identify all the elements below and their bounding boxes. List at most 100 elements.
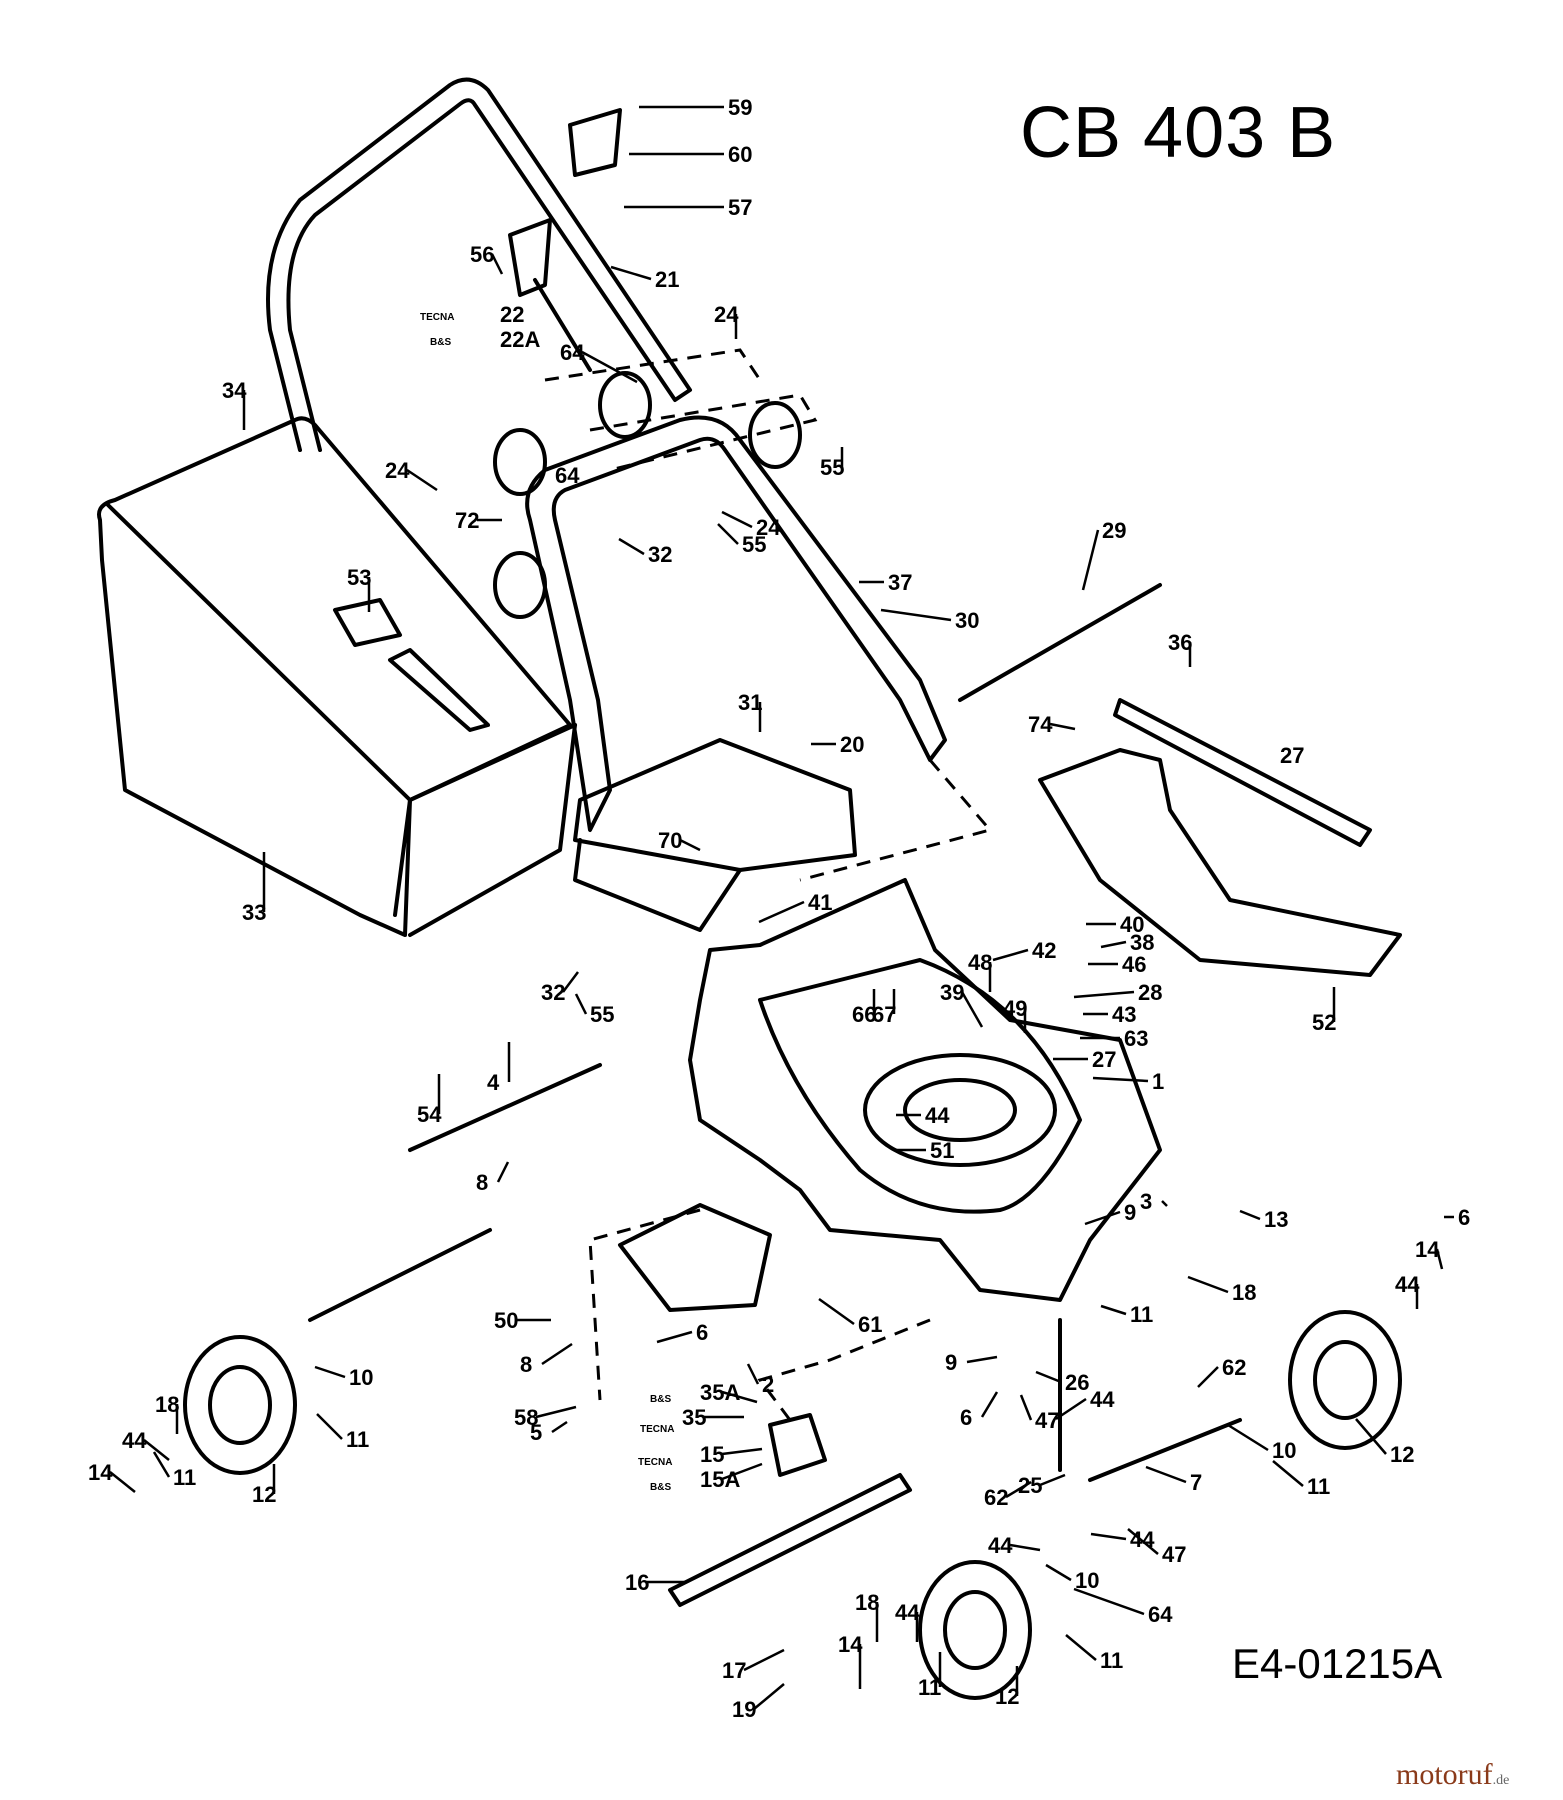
part-callout-18: 18 xyxy=(855,1590,879,1615)
part-callout-37: 37 xyxy=(888,570,912,595)
part-callout-52: 52 xyxy=(1312,1010,1336,1035)
part-callout-63: 63 xyxy=(1124,1026,1148,1051)
part-callout-17: 17 xyxy=(722,1658,746,1683)
callout-leader xyxy=(1161,1200,1168,1207)
watermark-suffix: .de xyxy=(1492,1773,1510,1788)
callout-leader xyxy=(490,253,504,275)
callout-leader xyxy=(316,1413,343,1440)
part-callout-35a: 35A xyxy=(700,1380,740,1405)
model-title: CB 403 B xyxy=(1020,93,1337,173)
callout-leader xyxy=(880,608,952,622)
callout-leader xyxy=(314,1365,346,1379)
upper-handle-part xyxy=(266,77,692,452)
part-callout-58: 58 xyxy=(514,1405,538,1430)
part-callout-11: 11 xyxy=(1307,1474,1330,1499)
callout-leader xyxy=(1084,1210,1121,1226)
rear-axle-7 xyxy=(1088,1418,1242,1482)
callout-leader xyxy=(1055,1397,1087,1421)
callout-leader xyxy=(152,1451,171,1478)
part-callout-64: 64 xyxy=(1148,1602,1173,1627)
part-callout-1: 1 xyxy=(1152,1069,1164,1094)
callout-leader xyxy=(753,1683,785,1710)
part-callout-26: 26 xyxy=(1065,1370,1089,1395)
part-callout-11: 11 xyxy=(173,1465,196,1490)
callout-leader xyxy=(1065,1634,1097,1661)
part-callout-44: 44 xyxy=(895,1600,920,1625)
part-callout-60: 60 xyxy=(728,142,752,167)
callout-leader xyxy=(562,971,579,993)
part-callout-15a: 15A xyxy=(700,1467,740,1492)
callout-leader xyxy=(1197,1366,1219,1388)
callout-leader xyxy=(1009,1543,1041,1552)
callout-leader xyxy=(581,350,638,384)
part-callout-61: 61 xyxy=(858,1312,882,1337)
callout-leader xyxy=(1005,1480,1032,1499)
callout-leader xyxy=(1019,1394,1033,1421)
callout-leader xyxy=(960,991,984,1028)
part-callout-22: 22 xyxy=(500,302,524,327)
part-callout-44: 44 xyxy=(1090,1387,1115,1412)
part-callout-51: 51 xyxy=(930,1138,954,1163)
part-callout-6: 6 xyxy=(960,1405,972,1430)
callout-leader xyxy=(1081,529,1100,591)
part-callout-11: 11 xyxy=(1100,1648,1123,1673)
part-callout-40: 40 xyxy=(1120,912,1144,937)
callout-leader xyxy=(1145,1465,1187,1484)
part-callout-2: 2 xyxy=(762,1372,774,1397)
part-callout-39: 39 xyxy=(940,980,964,1005)
part-callout-18: 18 xyxy=(1232,1280,1256,1305)
part-callout-24: 24 xyxy=(714,302,739,327)
part-callout-15: 15 xyxy=(700,1442,724,1467)
part-callout-32: 32 xyxy=(648,542,672,567)
part-callout-48: 48 xyxy=(968,950,992,975)
callout-leader xyxy=(721,1390,758,1404)
variant-tag-bs: B&S xyxy=(650,1482,671,1493)
callout-leader xyxy=(1239,1209,1261,1221)
part-callout-6: 6 xyxy=(696,1320,708,1345)
part-callout-14: 14 xyxy=(88,1460,113,1485)
callout-leader xyxy=(717,523,739,545)
part-callout-74: 74 xyxy=(1028,712,1053,737)
wheel-front-right xyxy=(918,1560,1032,1700)
part-callout-62: 62 xyxy=(1222,1355,1246,1380)
part-callout-27: 27 xyxy=(1092,1047,1116,1072)
variant-tag-bs: B&S xyxy=(430,337,451,348)
part-callout-28: 28 xyxy=(1138,980,1162,1005)
callout-leader xyxy=(1100,940,1127,949)
callout-leader xyxy=(992,948,1029,962)
part-callout-62: 62 xyxy=(984,1485,1008,1510)
part-callout-34: 34 xyxy=(222,378,247,403)
part-callout-9: 9 xyxy=(1124,1200,1136,1225)
callout-leader xyxy=(758,900,805,924)
part-callout-44: 44 xyxy=(925,1103,950,1128)
mower-deck-part xyxy=(688,878,1162,1302)
blade-part xyxy=(668,1473,912,1607)
part-callout-36: 36 xyxy=(1168,630,1192,655)
callout-leader xyxy=(1355,1418,1387,1455)
callout-leader xyxy=(746,1363,760,1385)
part-callout-12: 12 xyxy=(995,1684,1019,1709)
callout-leader xyxy=(535,1405,577,1419)
part-callout-66: 66 xyxy=(852,1002,876,1027)
wheel-front-left xyxy=(183,1335,297,1475)
rod-29 xyxy=(958,583,1162,702)
callout-leader xyxy=(1045,1563,1072,1582)
part-callout-50: 50 xyxy=(494,1308,518,1333)
part-callout-70: 70 xyxy=(658,828,682,853)
part-callout-72: 72 xyxy=(455,508,479,533)
part-callout-29: 29 xyxy=(1102,518,1126,543)
variant-tag-bs: B&S xyxy=(650,1394,671,1405)
watermark-brand: motoruf xyxy=(1396,1758,1493,1791)
part-callout-4: 4 xyxy=(487,1070,500,1095)
callout-leader xyxy=(1435,1248,1444,1270)
callout-leader xyxy=(1090,1532,1127,1541)
callout-leader xyxy=(1035,1370,1062,1384)
callout-leader xyxy=(1272,1460,1304,1487)
part-callout-54: 54 xyxy=(417,1102,442,1127)
callout-leader xyxy=(1127,1528,1159,1555)
callout-leader xyxy=(721,1462,763,1481)
callout-leader xyxy=(679,838,701,852)
lower-handle-part xyxy=(525,415,947,832)
part-callout-12: 12 xyxy=(1390,1442,1414,1467)
